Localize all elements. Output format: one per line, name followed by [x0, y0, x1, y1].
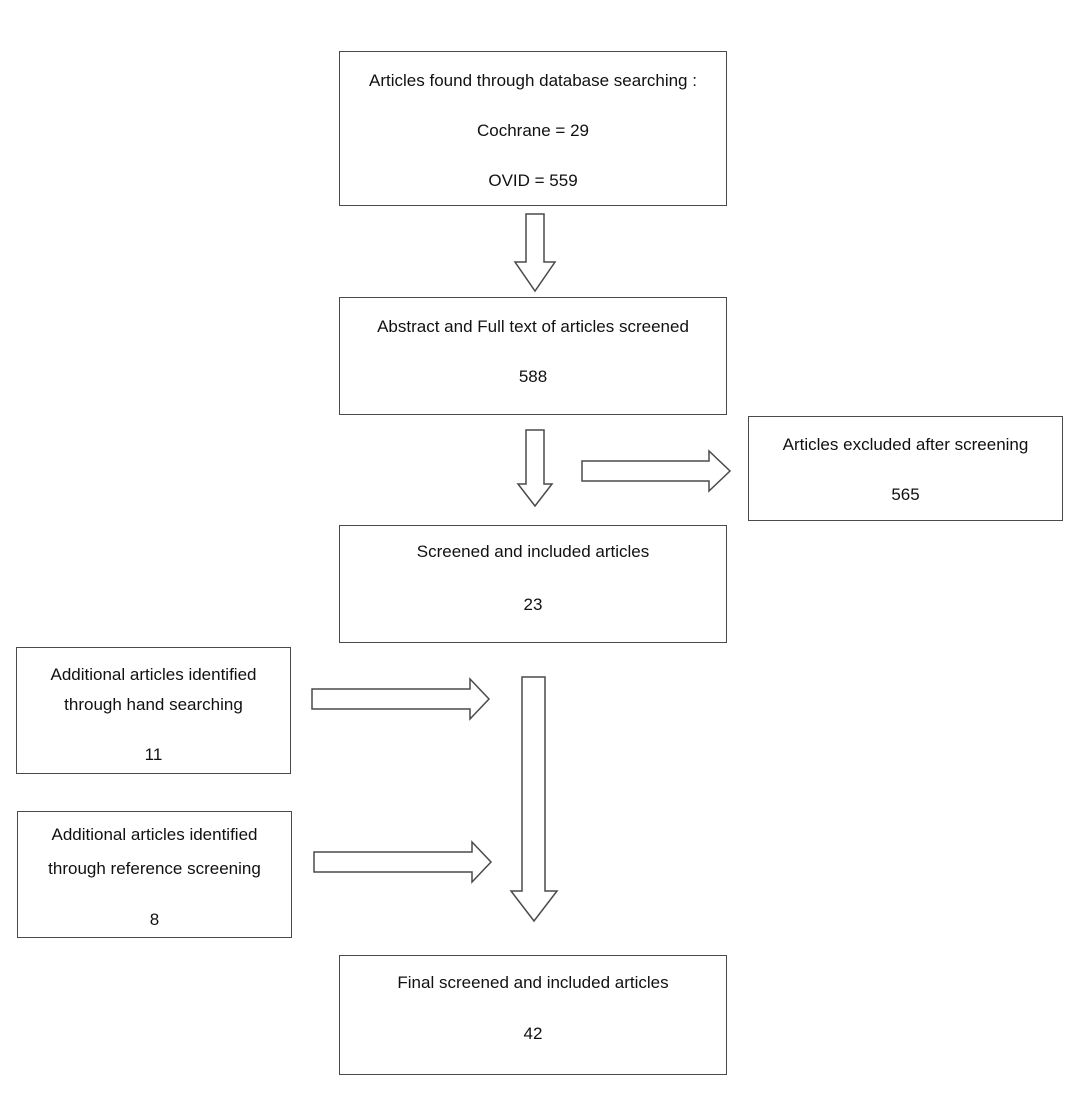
box-reference-screening: Additional articles identified through r…	[17, 811, 292, 938]
ovid-count: OVID = 559	[488, 171, 578, 190]
reference-screening-count: 8	[149, 910, 160, 929]
reference-screening-line2: through reference screening	[48, 859, 261, 878]
screened-included-count: 23	[523, 595, 543, 614]
cochrane-count: Cochrane = 29	[477, 121, 589, 140]
screened-included-title: Screened and included articles	[416, 542, 650, 561]
abstract-screened-title: Abstract and Full text of articles scree…	[377, 317, 689, 336]
arrow-down-2	[516, 429, 554, 508]
arrow-right-hand-search	[311, 677, 491, 721]
abstract-screened-count: 588	[518, 367, 548, 386]
hand-search-count: 11	[144, 745, 163, 764]
box-hand-search: Additional articles identified through h…	[16, 647, 291, 774]
final-included-count: 42	[523, 1024, 543, 1043]
excluded-count: 565	[891, 485, 920, 504]
arrow-right-reference	[313, 840, 493, 884]
arrow-down-1	[513, 213, 557, 293]
box-final-included: Final screened and included articles 42	[339, 955, 727, 1075]
box-database-search: Articles found through database searchin…	[339, 51, 727, 206]
arrow-right-excluded	[581, 449, 732, 493]
hand-search-line2: through hand searching	[64, 695, 243, 714]
reference-screening-line1: Additional articles identified	[51, 825, 258, 844]
hand-search-line1: Additional articles identified	[50, 665, 257, 684]
database-search-title: Articles found through database searchin…	[369, 71, 697, 90]
arrow-down-final	[509, 676, 559, 923]
final-included-title: Final screened and included articles	[397, 973, 669, 992]
box-abstract-screened: Abstract and Full text of articles scree…	[339, 297, 727, 415]
box-screened-included: Screened and included articles 23	[339, 525, 727, 643]
box-excluded: Articles excluded after screening 565	[748, 416, 1063, 521]
excluded-title: Articles excluded after screening	[782, 435, 1029, 454]
